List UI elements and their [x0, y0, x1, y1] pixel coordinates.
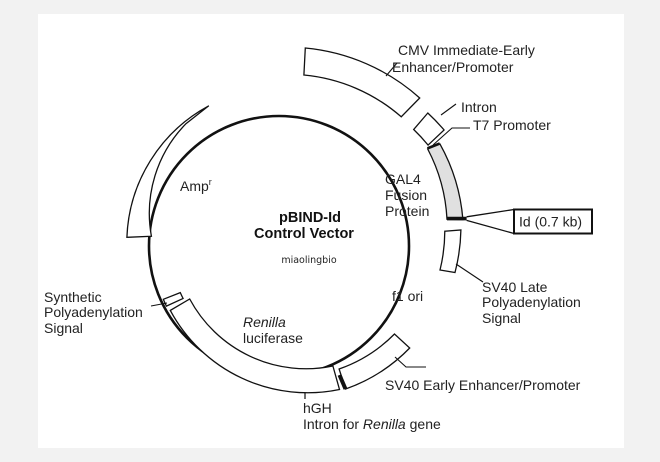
cmv-label-2: Enhancer/Promoter: [392, 59, 514, 75]
watermark: miaolingbio: [281, 255, 337, 266]
cmv-label-1: CMV Immediate-Early: [398, 42, 535, 58]
t7-leader-line: [432, 127, 470, 146]
synthetic-label-3: Signal: [44, 320, 83, 336]
sv40-late-label-1: SV40 Late: [482, 279, 548, 295]
t7-label: T7 Promoter: [473, 117, 551, 133]
vector-title-2: Control Vector: [254, 226, 354, 242]
hgh-intron-italic: Renilla: [363, 416, 406, 432]
gal4-label-1: GAL4: [385, 171, 421, 187]
intron-label: Intron: [461, 99, 497, 115]
synthetic-label-1: Synthetic: [44, 289, 102, 305]
vector-title-1: pBIND-Id: [279, 210, 341, 226]
hgh-intron-prefix: Intron for: [303, 416, 363, 432]
insert-callout-lines: [466, 208, 515, 235]
hgh-intron-mark: [337, 374, 348, 390]
intron-feature: [412, 112, 445, 147]
synthetic-leader-line: [150, 302, 168, 307]
gal4-label-3: Protein: [385, 203, 429, 219]
hgh-intron-suffix: gene: [406, 416, 441, 432]
renilla-label-1: Renilla: [243, 314, 286, 330]
sv40-late-leader-line: [455, 263, 484, 283]
intron-leader-line: [440, 103, 457, 116]
amp-label-text: Amp: [180, 178, 209, 194]
sv40-late-label-2: Polyadenylation: [482, 294, 581, 310]
gal4-label-2: Fusion: [385, 187, 427, 203]
sv40-early-label: SV40 Early Enhancer/Promoter: [385, 377, 581, 393]
insert-label-box: [513, 208, 593, 235]
hgh-intron-label: Intron for Renilla gene: [303, 416, 441, 432]
amp-label-superscript: r: [209, 177, 212, 187]
insert-label: Id (0.7 kb): [519, 214, 582, 230]
sv40-early-leader-line: [394, 356, 426, 368]
synthetic-label-2: Polyadenylation: [44, 304, 143, 320]
cmv-promoter-feature: [303, 47, 421, 118]
amp-label: Ampr: [180, 177, 212, 194]
f1-ori-label: f1 ori: [392, 288, 423, 304]
amp-resistance-feature: [126, 105, 210, 238]
gal4-fusion-feature: [426, 143, 464, 221]
renilla-luciferase-feature: [169, 298, 341, 394]
sv40-late-label-3: Signal: [482, 310, 521, 326]
hgh-label: hGH: [303, 400, 332, 416]
sv40-late-polya-feature: [439, 229, 462, 274]
renilla-label-2: luciferase: [243, 330, 303, 346]
cmv-leader-line: [385, 62, 398, 77]
